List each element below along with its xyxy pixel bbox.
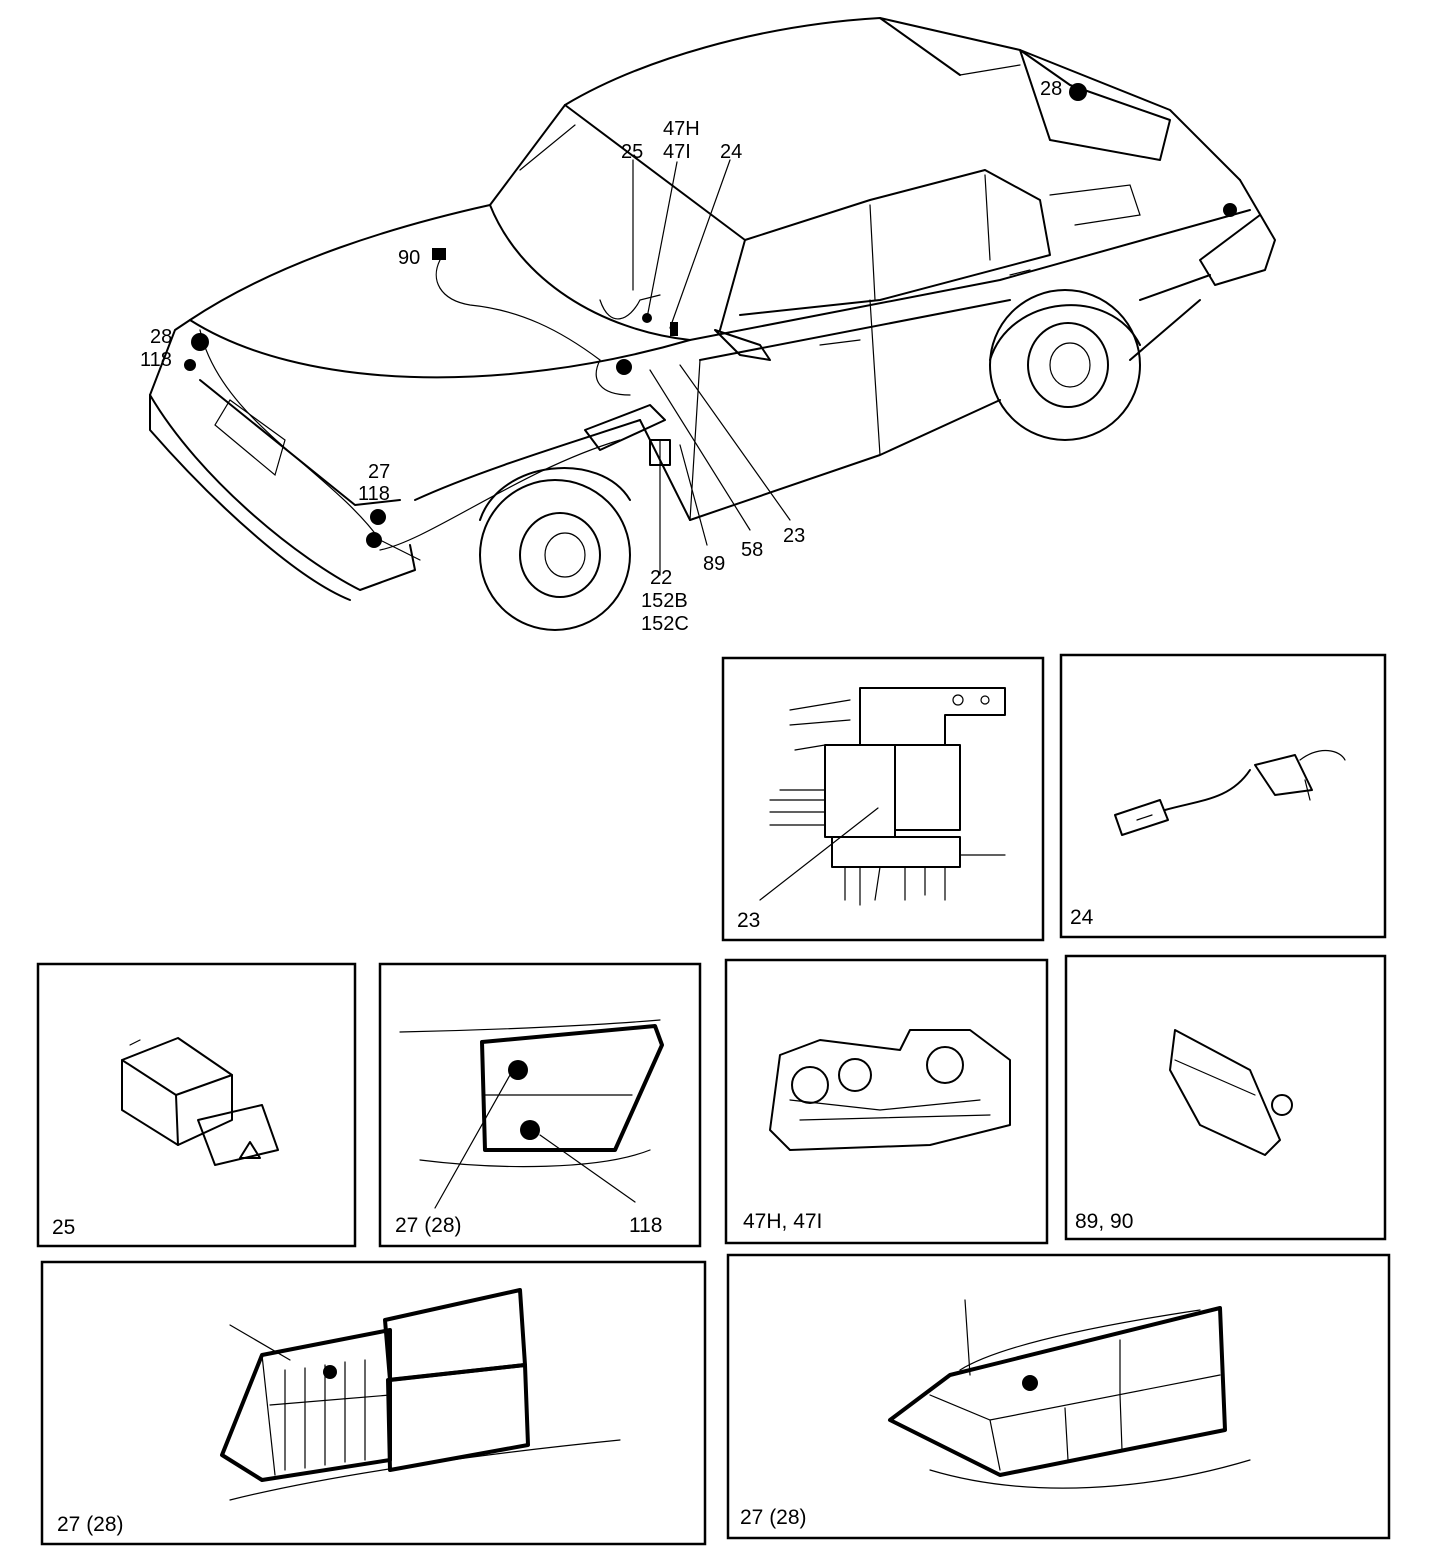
- panel-25-caption: 25: [52, 1216, 75, 1239]
- callout-118-front: 118: [140, 349, 172, 371]
- panel-47-instrument: 47H, 47I: [724, 958, 1049, 1245]
- callout-90: 90: [398, 247, 420, 269]
- panel-47-caption: 47H, 47I: [743, 1210, 822, 1233]
- callout-152c: 152C: [641, 613, 689, 635]
- panel-24-switch: 24: [1059, 653, 1387, 939]
- panel-24-caption: 24: [1070, 906, 1094, 929]
- panel-front-lamp: 27 (28): [40, 1260, 707, 1546]
- panel-side-lamp-caption: 27 (28): [740, 1506, 807, 1529]
- panel-front-lamp-caption: 27 (28): [57, 1513, 124, 1536]
- callout-118-lower: 118: [358, 483, 390, 505]
- callout-24: 24: [720, 141, 742, 163]
- callout-47h: 47H: [663, 118, 700, 140]
- panel-25-hazard-switch: 25: [36, 962, 357, 1248]
- panel-23-relay: 23: [721, 656, 1045, 942]
- panel-side-lamp: 27 (28): [726, 1253, 1391, 1540]
- callout-89: 89: [703, 553, 725, 575]
- callout-28-rear: 28: [1040, 78, 1062, 100]
- callout-25: 25: [621, 141, 643, 163]
- callout-28-front: 28: [150, 326, 172, 348]
- panel-89-90-lamp: 89, 90: [1064, 954, 1387, 1241]
- panel-27-caption-right: 118: [629, 1214, 662, 1237]
- car-illustration: [149, 17, 1276, 631]
- callout-23: 23: [783, 525, 805, 547]
- panel-89-caption: 89, 90: [1075, 1210, 1133, 1233]
- callout-152b: 152B: [641, 590, 688, 612]
- callout-58: 58: [741, 539, 763, 561]
- callout-22: 22: [650, 567, 672, 589]
- panel-27-caption-left: 27 (28): [395, 1214, 462, 1237]
- panel-27-118-lamp: 27 (28) 118: [378, 962, 702, 1248]
- callout-47i: 47I: [663, 141, 691, 163]
- callout-27: 27: [368, 461, 390, 483]
- panel-23-caption: 23: [737, 909, 760, 932]
